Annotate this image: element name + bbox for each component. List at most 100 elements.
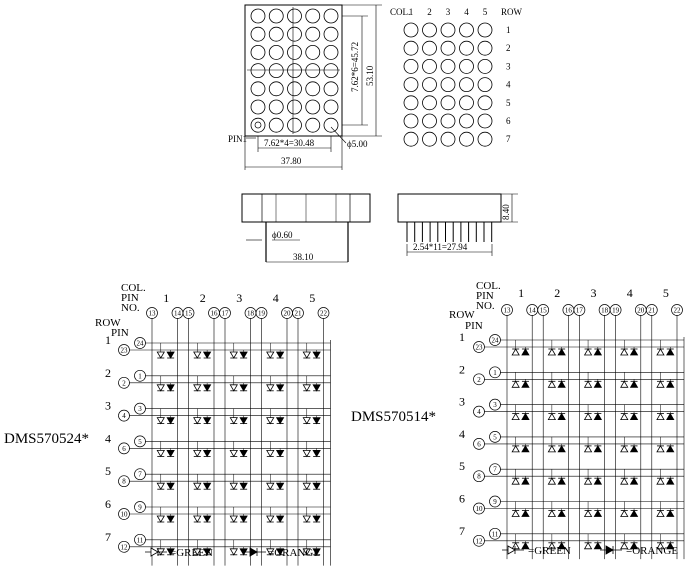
side-pitch-dimension: 2.54*11=27.94 bbox=[413, 242, 468, 252]
row-number: 2 bbox=[459, 362, 465, 376]
orange-led-icon bbox=[166, 351, 175, 359]
orange-led-icon bbox=[629, 477, 639, 485]
dot-map-dot bbox=[477, 40, 493, 56]
orange-led-icon bbox=[166, 515, 175, 523]
green-led-icon bbox=[229, 351, 238, 359]
front-dot bbox=[268, 81, 284, 97]
green-led-icon bbox=[547, 380, 557, 388]
pin1-label: PIN1 bbox=[228, 134, 247, 144]
green-led-icon bbox=[302, 482, 311, 490]
front-dot bbox=[250, 81, 266, 97]
pin-number-badge: 23 bbox=[118, 344, 130, 356]
pin-number-badge: 12 bbox=[118, 540, 130, 553]
pin-number-badge: 4 bbox=[118, 409, 130, 422]
front-dot bbox=[305, 26, 321, 42]
green-led-icon bbox=[229, 548, 238, 556]
front-dot bbox=[250, 99, 266, 115]
orange-led-symbol-icon bbox=[600, 545, 622, 555]
svg-text:6: 6 bbox=[477, 440, 481, 448]
front-dot bbox=[287, 117, 302, 133]
dot-map-dot bbox=[403, 77, 419, 92]
front-dot bbox=[323, 117, 339, 133]
svg-text:12: 12 bbox=[476, 537, 484, 545]
row-number: 4 bbox=[459, 427, 465, 441]
svg-text:1: 1 bbox=[138, 372, 142, 380]
front-dot bbox=[268, 45, 284, 60]
green-led-icon bbox=[266, 351, 275, 359]
pin1-marker-icon bbox=[254, 121, 262, 129]
svg-text:7: 7 bbox=[138, 471, 142, 479]
column-number: 3 bbox=[591, 286, 597, 300]
green-led-icon bbox=[583, 412, 593, 420]
front-dot bbox=[323, 8, 339, 24]
svg-text:15: 15 bbox=[185, 310, 193, 318]
pin-number-badge: 18 bbox=[598, 304, 611, 316]
orange-led-icon bbox=[166, 450, 175, 458]
orange-led-icon bbox=[666, 477, 675, 485]
green-led-icon bbox=[620, 509, 629, 517]
pin-number-badge: 21 bbox=[645, 304, 658, 316]
green-led-icon bbox=[511, 509, 520, 517]
svg-text:10: 10 bbox=[476, 505, 484, 513]
bottom-view: ϕ0.60 38.10 bbox=[241, 193, 371, 263]
schematic-model-label: DMS570524* bbox=[4, 431, 89, 447]
legend-green: =GREEN bbox=[528, 545, 571, 557]
pin-number-badge: 17 bbox=[219, 307, 231, 319]
orange-led-icon bbox=[593, 542, 603, 550]
dot-map-dot bbox=[477, 131, 493, 147]
svg-text:14: 14 bbox=[174, 310, 182, 318]
orange-led-icon bbox=[521, 348, 530, 356]
green-led-icon bbox=[193, 482, 202, 490]
green-led-icon bbox=[511, 412, 520, 420]
dot-map-dot bbox=[422, 59, 437, 74]
green-led-icon bbox=[656, 348, 665, 356]
svg-text:10: 10 bbox=[121, 511, 129, 519]
svg-text:18: 18 bbox=[601, 307, 609, 315]
front-dot bbox=[250, 63, 266, 78]
green-led-icon bbox=[302, 515, 311, 523]
front-dot bbox=[268, 8, 284, 24]
dot-map-dot bbox=[422, 131, 437, 147]
green-led-icon bbox=[266, 515, 275, 523]
dot-map-row-header: ROW bbox=[501, 7, 523, 17]
row-number: 5 bbox=[105, 464, 111, 478]
dot-map-row-number: 7 bbox=[506, 134, 511, 144]
svg-text:21: 21 bbox=[295, 310, 303, 318]
orange-led-icon bbox=[593, 445, 603, 453]
pin-number-badge: 15 bbox=[537, 304, 550, 316]
row-number: 6 bbox=[105, 497, 111, 511]
orange-led-icon bbox=[275, 417, 285, 425]
dot-map-dot bbox=[440, 40, 456, 56]
orange-led-icon bbox=[275, 450, 285, 458]
dot-map-dot bbox=[403, 22, 419, 38]
front-dot bbox=[268, 63, 284, 78]
dot-map-dot bbox=[477, 77, 493, 92]
pin-number-badge: 5 bbox=[134, 435, 146, 448]
front-dot bbox=[287, 8, 302, 24]
svg-text:16: 16 bbox=[211, 310, 219, 318]
orange-led-icon bbox=[312, 515, 321, 523]
orange-led-icon bbox=[521, 380, 530, 388]
legend-orange: =ORANGE bbox=[626, 545, 678, 557]
orange-led-icon bbox=[521, 445, 530, 453]
dot-map-row-number: 1 bbox=[506, 25, 511, 35]
orange-led-icon bbox=[239, 515, 248, 523]
row-number: 3 bbox=[105, 399, 111, 413]
pin-number-badge: 16 bbox=[562, 304, 575, 316]
width-dimension: 37.80 bbox=[281, 156, 302, 166]
orange-led-icon bbox=[557, 348, 566, 356]
green-led-icon bbox=[156, 417, 165, 425]
row-label: PIN bbox=[111, 327, 129, 339]
green-led-icon bbox=[156, 450, 165, 458]
svg-text:8: 8 bbox=[122, 478, 126, 486]
green-led-icon bbox=[229, 384, 238, 392]
col-label: NO. bbox=[476, 300, 495, 312]
orange-led-icon bbox=[557, 380, 566, 388]
green-led-icon bbox=[229, 515, 238, 523]
green-led-icon bbox=[229, 417, 238, 425]
row-number: 4 bbox=[105, 431, 111, 445]
dot-map-dot bbox=[459, 22, 474, 38]
green-led-icon bbox=[229, 450, 238, 458]
